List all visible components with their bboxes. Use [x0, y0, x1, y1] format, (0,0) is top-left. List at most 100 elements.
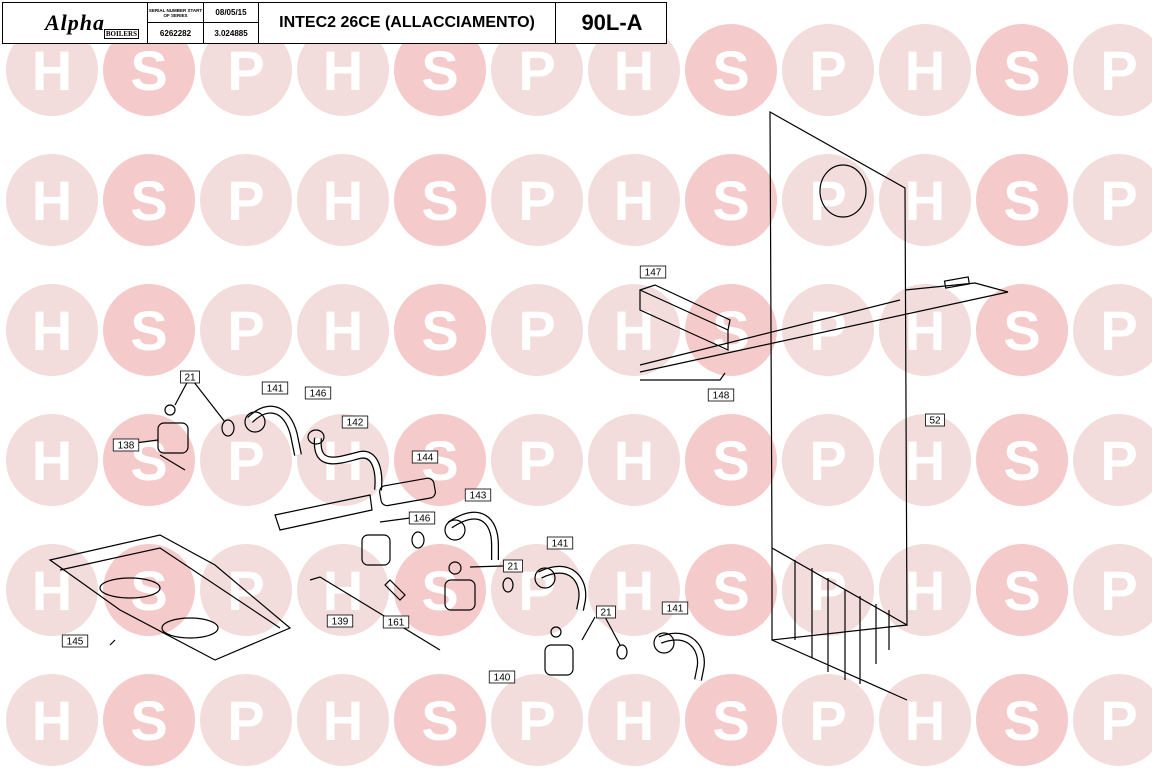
watermark-badge: S [394, 414, 486, 506]
watermark-badge: S [103, 414, 195, 506]
watermark-badge: P [200, 414, 292, 506]
watermark-badge: S [685, 284, 777, 376]
svg-text:H: H [905, 169, 945, 232]
svg-text:161: 161 [388, 618, 405, 629]
svg-text:21: 21 [184, 373, 196, 384]
svg-text:S: S [1003, 169, 1040, 232]
svg-text:P: P [227, 429, 264, 492]
svg-text:H: H [32, 559, 72, 622]
part-label: 141 [261, 381, 289, 395]
watermark-badge: H [297, 544, 389, 636]
watermark-badge: H [588, 24, 680, 116]
serial-number: 6262282 [159, 28, 192, 38]
svg-text:21: 21 [600, 608, 612, 619]
watermark-badge: S [976, 544, 1068, 636]
watermark-badge: P [1073, 544, 1152, 636]
watermark-badge: P [200, 154, 292, 246]
serial-label: SERIAL NUMBER START OF SERIES [148, 3, 203, 23]
svg-text:52: 52 [929, 416, 941, 427]
svg-text:S: S [421, 559, 458, 622]
watermark-badge: S [394, 154, 486, 246]
watermark-badge: P [1073, 24, 1152, 116]
svg-text:P: P [518, 299, 555, 362]
part-label: 145 [61, 634, 89, 648]
svg-text:146: 146 [310, 389, 327, 400]
watermark-badge: H [6, 284, 98, 376]
panel-hole [819, 164, 867, 218]
watermark-badge: S [685, 154, 777, 246]
svg-text:H: H [32, 429, 72, 492]
watermark-badge: S [103, 284, 195, 376]
svg-text:147: 147 [645, 268, 662, 279]
watermark-badge: S [394, 544, 486, 636]
part-label: 143 [464, 488, 492, 502]
watermark-badge: H [588, 544, 680, 636]
part-label: 161 [382, 615, 410, 629]
watermark-badge: H [6, 24, 98, 116]
watermark-badge: P [200, 24, 292, 116]
issue-date: 08/05/15 [204, 3, 258, 23]
watermark-badge: S [103, 24, 195, 116]
watermark-badge: H [588, 284, 680, 376]
part-label: 146 [304, 386, 332, 400]
svg-text:S: S [421, 299, 458, 362]
svg-text:S: S [130, 299, 167, 362]
svg-text:H: H [905, 39, 945, 102]
svg-text:141: 141 [552, 539, 569, 550]
svg-text:H: H [905, 429, 945, 492]
svg-text:S: S [1003, 429, 1040, 492]
watermark-badge: S [394, 284, 486, 376]
watermark-badge: H [588, 674, 680, 766]
svg-text:P: P [518, 429, 555, 492]
watermark-badge: H [6, 414, 98, 506]
svg-text:P: P [518, 39, 555, 102]
svg-text:P: P [518, 689, 555, 752]
version-number: 3.024885 [214, 28, 248, 38]
watermark-badge: H [588, 414, 680, 506]
watermark-badge: P [782, 284, 874, 376]
svg-text:S: S [712, 299, 749, 362]
svg-text:P: P [1100, 559, 1137, 622]
part-label: 146 [408, 511, 436, 525]
drip-tray [48, 534, 292, 661]
drawing-lines [48, 110, 1009, 701]
part-label: 147 [639, 265, 667, 279]
watermark-badge: S [976, 674, 1068, 766]
svg-text:142: 142 [347, 418, 364, 429]
svg-text:P: P [809, 169, 846, 232]
watermark-badge: P [491, 154, 583, 246]
date-cell: 08/05/15 3.024885 [204, 3, 259, 43]
watermark-badge: P [200, 284, 292, 376]
svg-text:139: 139 [332, 617, 349, 628]
svg-text:H: H [323, 39, 363, 102]
watermark-badge: S [394, 674, 486, 766]
part-label: 138 [112, 438, 140, 452]
part-label: 21 [596, 605, 616, 619]
svg-text:P: P [809, 689, 846, 752]
svg-text:140: 140 [494, 673, 511, 684]
svg-text:144: 144 [417, 453, 434, 464]
svg-text:H: H [32, 299, 72, 362]
svg-text:H: H [323, 169, 363, 232]
part-label: 139 [326, 614, 354, 628]
svg-text:P: P [1100, 39, 1137, 102]
serial-cell: SERIAL NUMBER START OF SERIES 6262282 [148, 3, 204, 43]
svg-text:P: P [227, 169, 264, 232]
svg-text:S: S [130, 429, 167, 492]
watermark-badge: S [685, 544, 777, 636]
svg-text:S: S [1003, 559, 1040, 622]
part-label: 144 [411, 450, 439, 464]
svg-text:P: P [227, 299, 264, 362]
svg-text:S: S [1003, 39, 1040, 102]
svg-text:S: S [130, 559, 167, 622]
part-label: 141 [661, 601, 689, 615]
svg-text:148: 148 [713, 391, 730, 402]
svg-text:S: S [421, 169, 458, 232]
watermark-badge: H [297, 24, 389, 116]
part-label: 52 [925, 413, 945, 427]
watermark-badge: S [394, 24, 486, 116]
watermark-badge: P [1073, 414, 1152, 506]
